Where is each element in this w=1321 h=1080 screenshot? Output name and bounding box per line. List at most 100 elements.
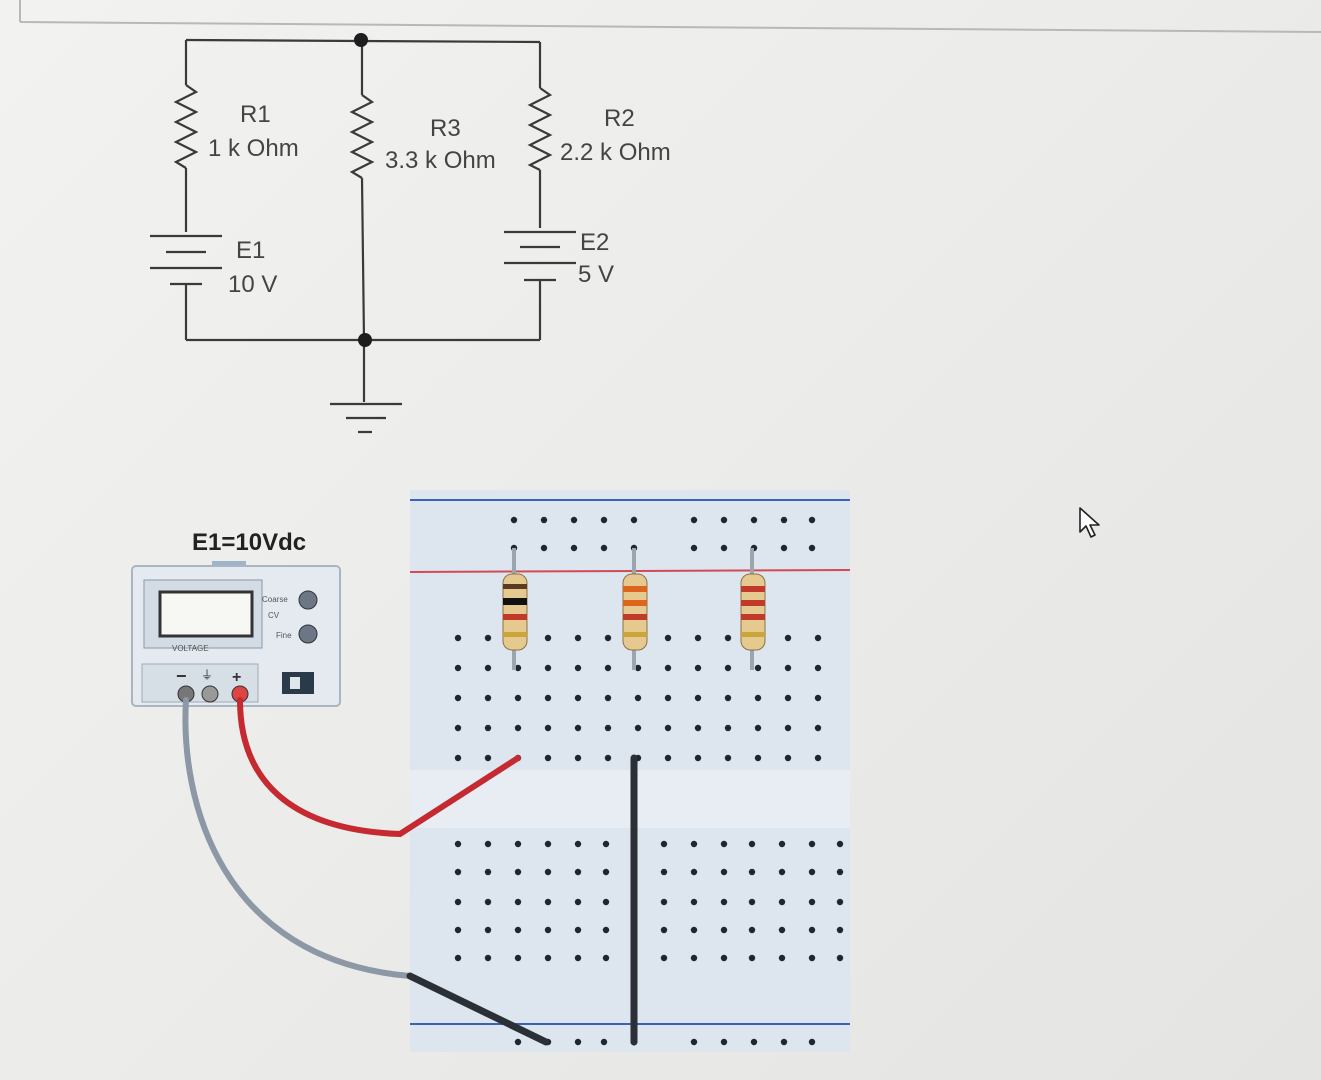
breadboard-hole [784, 694, 792, 702]
breadboard-hole [664, 754, 672, 762]
breadboard-hole [836, 868, 844, 876]
breadboard-hole [544, 634, 552, 642]
r1-value: 1 k Ohm [208, 135, 299, 162]
e2-name: E2 [580, 229, 609, 256]
breadboard-hole [454, 898, 462, 906]
resistor-r3-body [622, 573, 648, 651]
breadboard-hole [690, 516, 698, 524]
breadboard-hole [808, 926, 816, 934]
breadboard-hole [724, 754, 732, 762]
breadboard-hole [454, 664, 462, 672]
resistor-r1-band-4 [503, 632, 527, 637]
resistor-r2-band-2 [741, 600, 765, 606]
resistor-r1-band-3 [503, 614, 527, 620]
breadboard-hole [754, 694, 762, 702]
supply-voltage-label: VOLTAGE [172, 644, 209, 653]
breadboard-hole [664, 724, 672, 732]
supply-display [158, 590, 254, 638]
black-wire-segment[interactable] [406, 972, 550, 1046]
power-supply[interactable]: VOLTAGE Coarse CV Fine − ⏚ + [131, 561, 341, 707]
resistor-r3-band-4 [623, 632, 647, 637]
breadboard-hole [454, 926, 462, 934]
breadboard-hole [634, 664, 642, 672]
breadboard-hole [600, 516, 608, 524]
breadboard-hole [784, 754, 792, 762]
rail-red-top [409, 569, 851, 573]
breadboard-hole [660, 840, 668, 848]
breadboard-hole [544, 868, 552, 876]
resistor-r1[interactable] [502, 548, 528, 670]
breadboard-hole [724, 724, 732, 732]
breadboard-hole [484, 840, 492, 848]
breadboard-hole [544, 954, 552, 962]
breadboard-hole [748, 926, 756, 934]
breadboard-hole [484, 694, 492, 702]
breadboard-hole [814, 724, 822, 732]
top-node-dot [354, 33, 368, 47]
r2-value: 2.2 k Ohm [560, 139, 671, 166]
bottom-node-dot [358, 333, 372, 347]
breadboard-hole [690, 544, 698, 552]
gray-wire[interactable] [182, 697, 549, 1045]
breadboard-hole [780, 516, 788, 524]
breadboard-hole [754, 724, 762, 732]
breadboard-hole [544, 664, 552, 672]
resistor-r3[interactable] [622, 548, 648, 670]
breadboard-hole [660, 868, 668, 876]
breadboard-hole [780, 544, 788, 552]
coarse-knob[interactable] [298, 590, 318, 610]
breadboard-hole [514, 664, 522, 672]
breadboard-hole [690, 898, 698, 906]
breadboard-hole [544, 724, 552, 732]
breadboard-hole [664, 664, 672, 672]
fine-knob[interactable] [298, 624, 318, 644]
r2-resistor-symbol [527, 87, 553, 171]
breadboard-hole [750, 516, 758, 524]
breadboard-hole [750, 1038, 758, 1046]
resistor-r2-band-4 [741, 632, 765, 637]
breadboard-hole [604, 694, 612, 702]
breadboard-hole [808, 840, 816, 848]
breadboard-hole [484, 926, 492, 934]
breadboard-hole [808, 898, 816, 906]
breadboard-hole [574, 754, 582, 762]
breadboard-hole [720, 926, 728, 934]
breadboard-hole [690, 954, 698, 962]
breadboard-hole [484, 954, 492, 962]
breadboard-hole [724, 634, 732, 642]
breadboard-hole [720, 954, 728, 962]
breadboard-hole [514, 954, 522, 962]
breadboard-hole [454, 694, 462, 702]
breadboard-hole [540, 516, 548, 524]
breadboard-hole [574, 954, 582, 962]
breadboard-hole [454, 724, 462, 732]
breadboard-hole [454, 868, 462, 876]
breadboard-hole [484, 754, 492, 762]
ground-terminal[interactable] [201, 685, 219, 703]
breadboard-hole [748, 868, 756, 876]
breadboard-hole [660, 954, 668, 962]
breadboard-hole [514, 840, 522, 848]
breadboard-hole [604, 664, 612, 672]
breadboard-hole [808, 544, 816, 552]
plus-sign-icon: + [232, 669, 241, 686]
breadboard-holes [454, 516, 844, 1046]
breadboard-hole [694, 664, 702, 672]
breadboard-hole [574, 926, 582, 934]
resistor-r2[interactable] [740, 548, 766, 670]
resistor-r1-band-1 [503, 584, 527, 589]
e1-value: 10 V [228, 271, 277, 298]
breadboard-hole [720, 544, 728, 552]
breadboard-hole [694, 634, 702, 642]
breadboard-hole [544, 926, 552, 934]
breadboard-hole [836, 898, 844, 906]
power-switch-toggle [290, 677, 300, 689]
breadboard-hole [540, 544, 548, 552]
red-wire[interactable] [237, 697, 521, 838]
breadboard-hole [604, 724, 612, 732]
resistor-r3-band-2 [623, 600, 647, 606]
breadboard-hole [634, 724, 642, 732]
breadboard-hole [660, 926, 668, 934]
e1-name: E1 [236, 237, 265, 264]
